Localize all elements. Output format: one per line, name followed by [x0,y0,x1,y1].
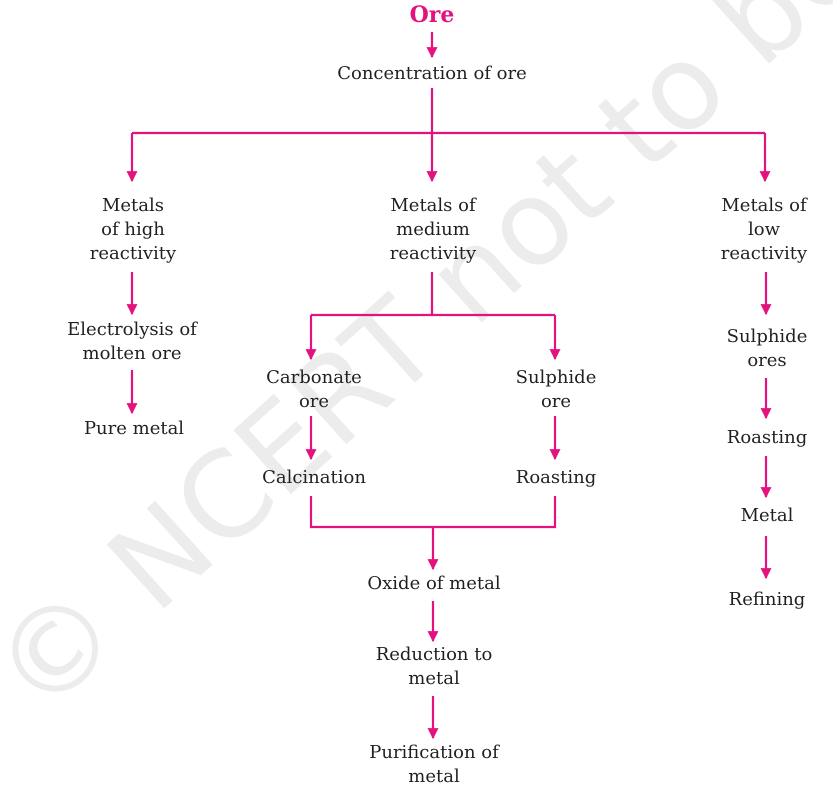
node-label-line: Calcination [262,467,366,488]
node-label-line: ore [540,391,572,412]
node-label-line: Metals of [721,195,807,216]
node-label-line: Oxide of metal [367,573,501,594]
node-label-line: Pure metal [83,418,185,439]
node-label-line: Metals [101,195,165,216]
node-label-line: Electrolysis of [67,319,197,340]
ore-title: Ore [409,2,455,28]
node-label-line: ore [298,391,330,412]
node-label-line: metal [408,668,460,689]
node-metals-high-reactivity: Metals of high reactivity [90,194,176,266]
node-metals-low-reactivity: Metals of low reactivity [721,194,807,266]
node-concentration: Concentration of ore [337,62,527,86]
node-label-line: molten ore [82,343,182,364]
node-purification-of-metal: Purification of metal [369,741,499,789]
node-sulphide-ore: Sulphide ore [516,366,597,414]
node-label-line: Sulphide [726,326,808,347]
node-calcination: Calcination [262,466,366,490]
node-roasting-low: Roasting [727,426,807,450]
node-reduction-to-metal: Reduction to metal [376,643,493,691]
node-pure-metal: Pure metal [84,417,184,441]
node-label-line: of high [101,219,165,240]
node-oxide-of-metal: Oxide of metal [367,572,500,596]
node-label-line: reactivity [389,243,477,264]
node-label-line: reactivity [720,243,808,264]
node-label-line: ores [747,350,787,371]
node-refining: Refining [729,588,806,612]
node-metals-medium-reactivity: Metals of medium reactivity [390,194,476,266]
node-label-line: low [747,219,781,240]
node-label-line: Refining [728,589,806,610]
node-label-line: Carbonate [266,367,362,388]
node-label-line: Roasting [726,427,808,448]
node-label-line: Roasting [515,467,597,488]
node-sulphide-ores-low: Sulphide ores [727,325,808,373]
node-label-line: Concentration of ore [337,63,527,84]
node-metal-low: Metal [741,504,794,528]
node-label-line: metal [408,766,460,787]
node-roasting-medium: Roasting [516,466,596,490]
node-label-line: Purification of [369,742,499,763]
node-label-line: Reduction to [375,644,493,665]
node-carbonate-ore: Carbonate ore [266,366,362,414]
node-electrolysis: Electrolysis of molten ore [67,318,197,366]
node-label-line: Metal [740,505,794,526]
node-label-line: Sulphide [515,367,597,388]
node-label-line: Metals of [390,195,476,216]
merge-bracket [309,496,557,529]
node-label-line: medium [396,219,470,240]
node-label-line: reactivity [89,243,177,264]
